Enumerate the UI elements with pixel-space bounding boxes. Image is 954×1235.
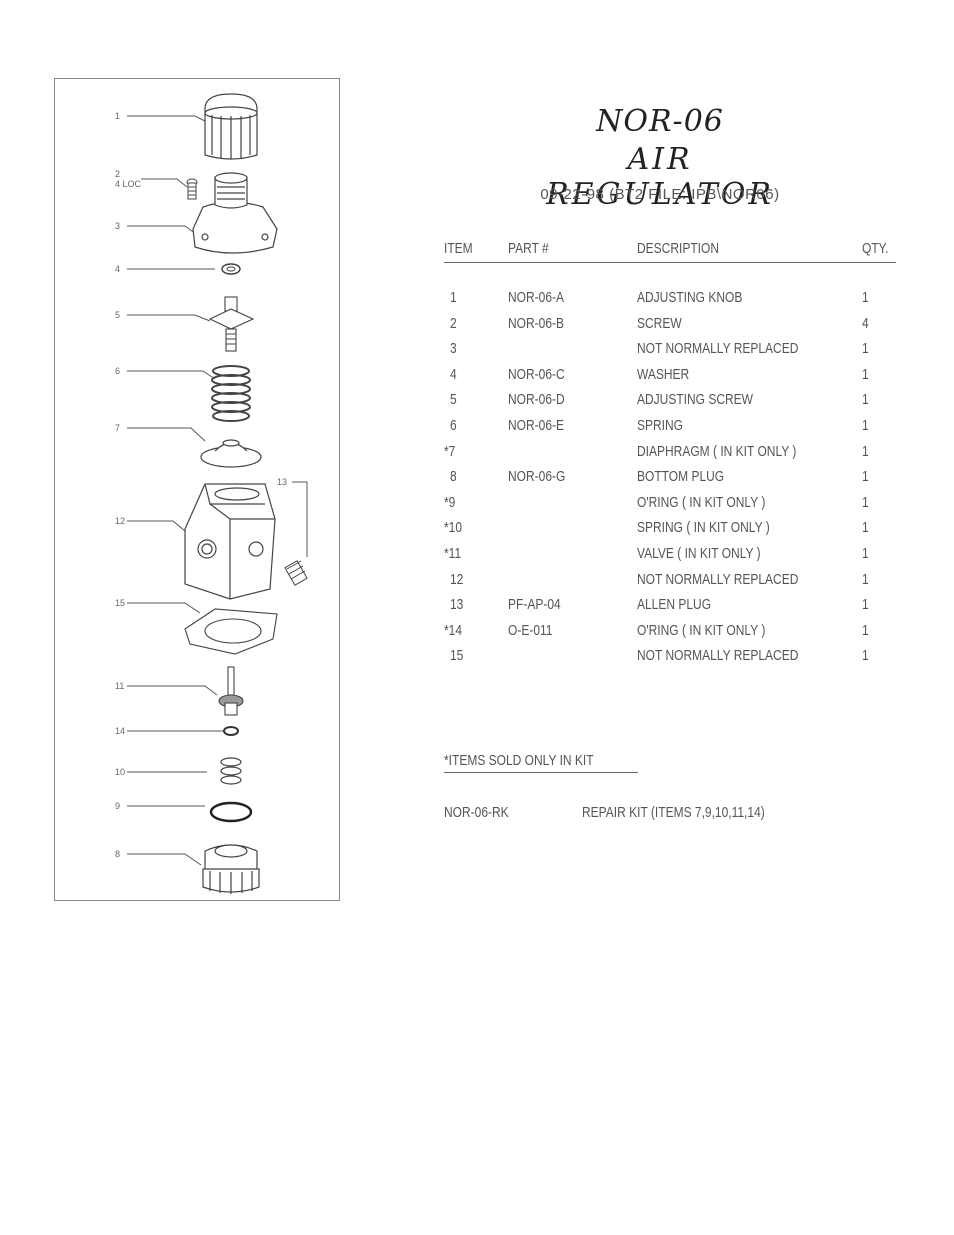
- column-header-item: ITEM: [444, 240, 473, 257]
- kit-note-underline: [444, 772, 638, 773]
- cell-qty: 1: [862, 647, 869, 665]
- cell-item: *7: [444, 442, 456, 460]
- cell-item: 12: [450, 570, 464, 588]
- file-info: 09-22-98 (BT2 FILE: IPB\NOR06): [540, 186, 780, 203]
- cell-item: 8: [450, 468, 457, 486]
- diagram-label-7: 7: [115, 423, 120, 433]
- cell-description: O'RING ( IN KIT ONLY ): [637, 493, 766, 511]
- cell-item: *10: [444, 519, 463, 537]
- cell-description: SPRING ( IN KIT ONLY ): [637, 519, 770, 537]
- diagram-label-1: 1: [115, 111, 120, 121]
- diagram-label-9: 9: [115, 801, 120, 811]
- cell-qty: 1: [862, 468, 869, 486]
- cell-item: 2: [450, 314, 457, 332]
- cell-item: 5: [450, 391, 457, 409]
- column-header-part: PART #: [508, 240, 549, 257]
- cell-qty: 1: [862, 442, 869, 460]
- cell-qty: 1: [862, 365, 869, 383]
- diagram-label-15: 15: [115, 598, 125, 608]
- cell-description: ADJUSTING KNOB: [637, 289, 743, 306]
- cell-item: 13: [450, 596, 464, 614]
- cell-item: *9: [444, 493, 456, 511]
- diagram-label-2-loc: 4 LOC: [115, 179, 142, 189]
- diagram-label-10: 10: [115, 767, 125, 777]
- cell-description: DIAPHRAGM ( IN KIT ONLY ): [637, 442, 797, 460]
- cell-description: WASHER: [637, 365, 690, 383]
- cell-qty: 1: [862, 493, 869, 511]
- cell-item: *11: [444, 545, 462, 562]
- cell-description: NOT NORMALLY REPLACED: [637, 570, 799, 588]
- cell-item: 1: [450, 289, 457, 306]
- cell-part: NOR-06-D: [508, 391, 565, 409]
- cell-item: *14: [444, 621, 463, 639]
- cell-qty: 1: [862, 340, 869, 358]
- cell-description: O'RING ( IN KIT ONLY ): [637, 621, 766, 639]
- cell-description: SCREW: [637, 314, 682, 332]
- diagram-label-6: 6: [115, 366, 120, 376]
- diagram-label-5: 5: [115, 310, 120, 320]
- cell-qty: 1: [862, 545, 869, 562]
- cell-qty: 1: [862, 570, 869, 588]
- cell-part: NOR-06-B: [508, 314, 565, 332]
- diagram-label-4: 4: [115, 264, 120, 274]
- cell-description: SPRING: [637, 417, 684, 434]
- cell-qty: 1: [862, 519, 869, 537]
- exploded-view-diagram: 1 2 4 LOC 3 4 5 6 7 12 13 15 11 14 10 9 …: [54, 78, 340, 901]
- kit-part-number: NOR-06-RK: [444, 804, 509, 821]
- cell-qty: 4: [862, 314, 869, 332]
- cell-part: NOR-06-C: [508, 365, 565, 383]
- cell-qty: 1: [862, 621, 869, 639]
- kit-note: *ITEMS SOLD ONLY IN KIT: [444, 752, 594, 769]
- cell-part: NOR-06-A: [508, 289, 565, 306]
- diagram-label-11: 11: [115, 681, 124, 691]
- cell-part: O-E-011: [508, 621, 553, 639]
- exploded-view-svg: 1 2 4 LOC 3 4 5 6 7 12 13 15 11 14 10 9 …: [115, 93, 308, 894]
- header-rule: [444, 262, 896, 263]
- adjusting-knob-drawing: [204, 93, 258, 160]
- cell-description: BOTTOM PLUG: [637, 468, 725, 486]
- cell-description: NOT NORMALLY REPLACED: [637, 340, 799, 358]
- column-header-qty: QTY.: [862, 240, 889, 257]
- cell-part: NOR-06-E: [508, 417, 565, 434]
- cell-qty: 1: [862, 596, 869, 614]
- cell-item: 3: [450, 340, 457, 358]
- column-header-description: DESCRIPTION: [637, 240, 720, 257]
- diagram-label-14: 14: [115, 726, 125, 736]
- cell-qty: 1: [862, 289, 869, 306]
- kit-description: REPAIR KIT (ITEMS 7,9,10,11,14): [582, 804, 765, 821]
- document-subtitle: AIR REGULATOR: [546, 142, 774, 212]
- diagram-label-13: 13: [277, 477, 287, 487]
- cell-description: NOT NORMALLY REPLACED: [637, 647, 799, 665]
- document-title: NOR-06: [596, 104, 724, 139]
- diagram-label-12: 12: [115, 516, 125, 526]
- cell-description: VALVE ( IN KIT ONLY ): [637, 545, 761, 562]
- cell-qty: 1: [862, 391, 869, 409]
- cell-item: 15: [450, 647, 464, 665]
- cell-description: ALLEN PLUG: [637, 596, 712, 614]
- diagram-label-2: 2: [115, 169, 120, 179]
- cell-part: NOR-06-G: [508, 468, 566, 486]
- diagram-label-8: 8: [115, 849, 120, 859]
- diagram-label-3: 3: [115, 221, 120, 231]
- cell-item: 4: [450, 365, 457, 383]
- cell-qty: 1: [862, 417, 869, 434]
- cell-item: 6: [450, 417, 457, 434]
- cell-part: PF-AP-04: [508, 596, 561, 614]
- cell-description: ADJUSTING SCREW: [637, 391, 754, 409]
